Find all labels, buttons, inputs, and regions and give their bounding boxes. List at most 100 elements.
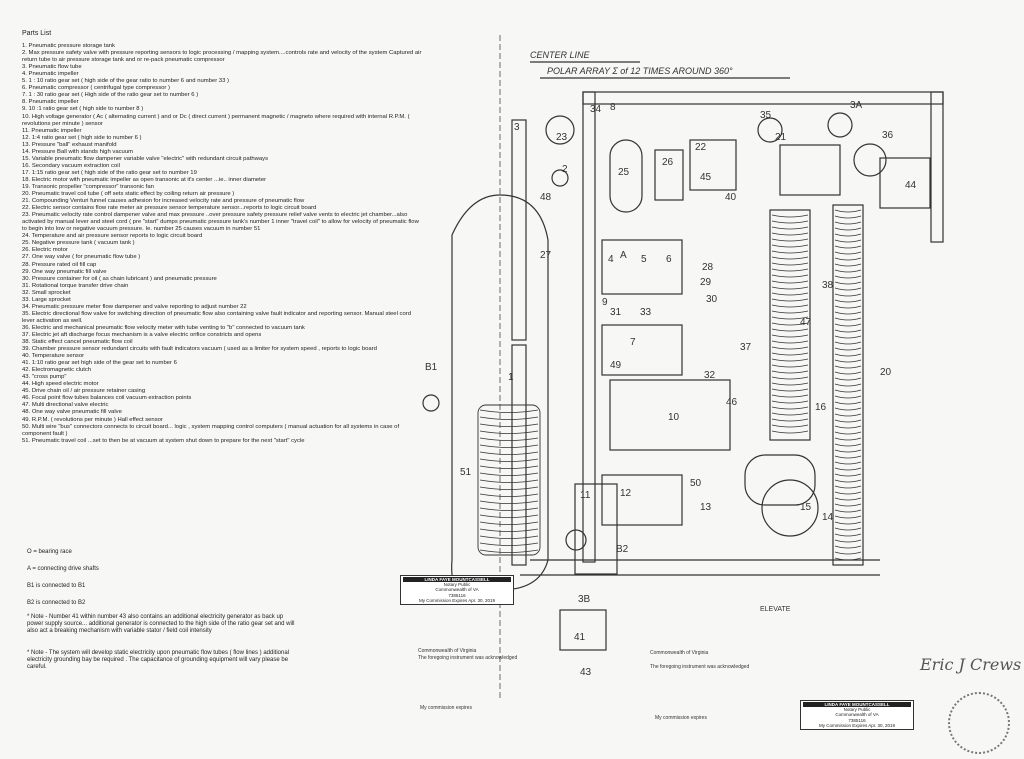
part-label: 33 [640, 307, 652, 318]
parts-list-item: 4. Pneumatic impeller [22, 71, 79, 78]
left-return-tube-lower [511, 344, 527, 566]
coil-rung-16 [771, 358, 809, 362]
generator-10 [609, 379, 731, 451]
note-2: * Note - The system will develop static … [27, 650, 290, 670]
coil-rung-51 [479, 528, 539, 532]
parts-list-item: 34. Pneumatic pressure meter flow dampen… [22, 303, 247, 310]
part-label: 14 [822, 512, 834, 523]
part-label: 5 [641, 254, 647, 265]
parts-list-item: 17. 1:15 ratio gear set ( high side of t… [22, 169, 197, 176]
vacuum-tank-25 [609, 139, 643, 213]
coil-rung-16 [771, 322, 809, 326]
part-label: 6 [666, 254, 672, 265]
parts-list-item: 43. "cross pump" [22, 374, 67, 381]
parts-list-item: 11. Pneumatic impeller [22, 127, 82, 134]
part-label: 15 [800, 502, 812, 513]
notary-expires-left: My commission expires [420, 705, 472, 711]
coil-rung-20 [834, 431, 862, 435]
coil-rung-20 [834, 257, 862, 261]
coil-rung-20 [834, 395, 862, 399]
parts-list-item: 26. Electric motor [22, 247, 68, 254]
parts-list-item: 8. Pneumatic impeller [22, 99, 79, 106]
coil-rung-51 [479, 507, 539, 511]
part-label: 13 [700, 502, 712, 513]
motor-block-4 [779, 144, 841, 196]
valve-36 [853, 143, 887, 177]
coil-rung-20 [834, 281, 862, 285]
part-label: 41 [574, 632, 586, 643]
parts-list-item: 42. Electromagnetic clutch [22, 367, 92, 374]
stamp-line2: Commonwealth of VA [435, 587, 479, 593]
coil-rung-16 [771, 268, 809, 272]
parts-list-item: 44. High speed electric motor [22, 381, 99, 388]
coil-rung-20 [834, 509, 862, 513]
coil-rung-20 [834, 329, 862, 333]
coil-rung-20 [834, 227, 862, 231]
coil-rung-20 [834, 533, 862, 537]
part-label: 28 [702, 262, 714, 273]
part-label: 4 [608, 254, 614, 265]
parts-list-item: 20. Pneumatic travel coil tube ( off set… [22, 191, 235, 198]
coil-rung-20 [834, 251, 862, 255]
compressor-block-7 [601, 324, 683, 376]
part-label: 36 [882, 130, 894, 141]
coil-rung-16 [771, 418, 809, 422]
coil-rung-16 [771, 214, 809, 218]
part-label: 1 [508, 372, 514, 383]
part-label: 27 [540, 250, 552, 261]
coil-rung-20 [834, 419, 862, 423]
coil-rung-20 [834, 221, 862, 225]
coil-rung-20 [834, 479, 862, 483]
notary-stamp-right: LINDA FAYE MOUNTCASSELL Notary Public Co… [800, 700, 914, 731]
signature-eric-crews: Eric J Crews [920, 655, 1022, 674]
parts-list-item: 27. One way valve ( for pneumatic flow t… [22, 254, 141, 261]
coil-rung-20 [834, 401, 862, 405]
coil-rung-20 [834, 323, 862, 327]
coil-rung-16 [771, 352, 809, 356]
notary-seal [948, 692, 1010, 754]
coil-rung-51 [479, 409, 539, 413]
coil-rung-20 [834, 473, 862, 477]
coil-rung-20 [834, 389, 862, 393]
stamp-line2-right: Commonwealth of VA [835, 712, 879, 718]
coil-rung-16 [771, 328, 809, 332]
coil-rung-20 [834, 515, 862, 519]
part-label: 12 [620, 488, 632, 499]
part-label: 3 [514, 122, 520, 133]
electric-motor-26 [654, 149, 684, 201]
coil-rung-16 [771, 334, 809, 338]
block-11 [574, 483, 618, 575]
part-label: 48 [540, 192, 552, 203]
notary-commonwealth-right: Commonwealth of Virginia [650, 650, 709, 656]
coil-rung-16 [771, 298, 809, 302]
parts-list-item: 5. 1 : 10 ratio gear set ( high side of … [22, 78, 229, 85]
coil-rung-16 [771, 382, 809, 386]
part-label: 51 [460, 467, 472, 478]
center-line-label: CENTER LINE [530, 50, 591, 60]
part-label: 44 [905, 180, 917, 191]
parts-list-item: 49. R.P.M. ( revolutions per minute ) Ha… [22, 416, 163, 423]
compressor-block-5 [601, 239, 683, 295]
note-1: * Note - Number 41 within number 43 also… [27, 614, 295, 634]
coil-rung-20 [834, 371, 862, 375]
coil-rung-20 [834, 233, 862, 237]
coil-rung-20 [834, 353, 862, 357]
parts-list-item: 50. Multi wire "bus" connectors connects… [22, 423, 400, 437]
coil-rung-20 [834, 545, 862, 549]
coil-rung-16 [771, 238, 809, 242]
part-label: 10 [668, 412, 680, 423]
part-label: 30 [706, 294, 718, 305]
coil-rung-51 [479, 458, 539, 462]
part-label: 47 [800, 317, 812, 328]
part-label: 32 [704, 370, 716, 381]
part-label: 37 [740, 342, 752, 353]
coil-rung-20 [834, 551, 862, 555]
coil-rung-20 [834, 263, 862, 267]
parts-list: Parts List 1. Pneumatic pressure storage… [22, 30, 422, 445]
part-label: 16 [815, 402, 827, 413]
coil-rung-16 [771, 430, 809, 434]
parts-list-item: 23. Pneumatic velocity rate control damp… [22, 212, 419, 233]
stamp-line3-right: 7385116 [848, 717, 866, 723]
coil-rung-51 [479, 430, 539, 434]
